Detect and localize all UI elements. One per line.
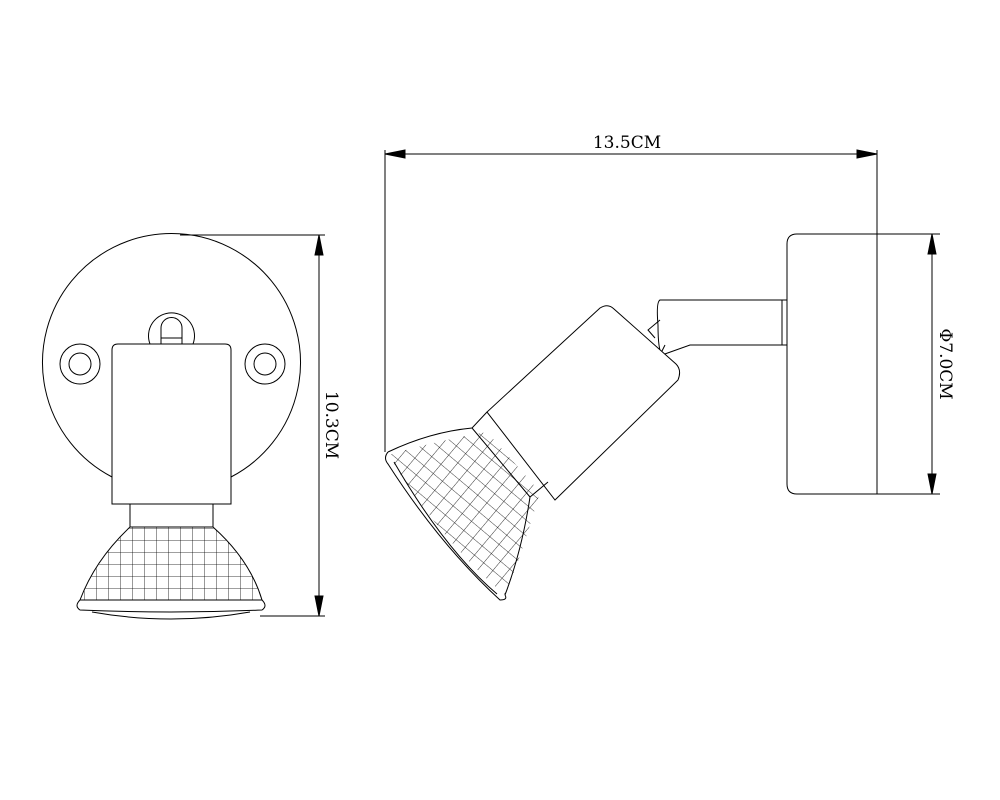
wall-plate-side xyxy=(786,233,877,495)
length-label: 13.5CM xyxy=(593,133,661,153)
reflector xyxy=(79,526,263,601)
reflector-side xyxy=(387,427,531,596)
diameter-dimension-line xyxy=(877,233,940,495)
arm xyxy=(656,299,787,356)
front-view xyxy=(42,233,325,620)
screw-hole-right xyxy=(244,343,286,385)
reflector-rim-side xyxy=(385,451,507,601)
diameter-label: Φ7.0CM xyxy=(935,328,955,399)
screw-hole-left xyxy=(59,343,101,385)
side-view xyxy=(384,149,940,601)
reflector-rim xyxy=(76,599,266,613)
height-label: 10.3CM xyxy=(321,391,341,459)
wall-plate-circle xyxy=(42,233,301,478)
lamp-body xyxy=(111,343,232,505)
height-dimension-line xyxy=(180,234,325,617)
length-dimension-line xyxy=(384,150,878,494)
top-loop xyxy=(148,312,195,345)
lamp-body-side xyxy=(486,305,681,501)
lamp-neck xyxy=(129,503,214,528)
